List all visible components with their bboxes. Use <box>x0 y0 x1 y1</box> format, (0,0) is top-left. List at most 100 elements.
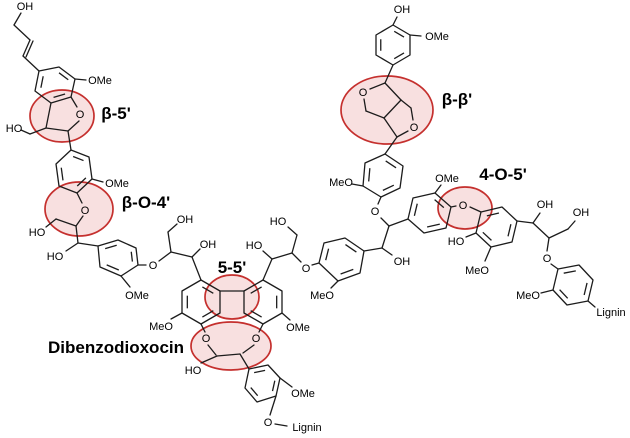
bond <box>13 12 22 26</box>
aromatic-inner-bond <box>325 248 330 261</box>
bond <box>410 107 414 121</box>
aromatic-inner-bond <box>72 155 84 162</box>
highlight-ellipse-5-5 <box>204 274 260 320</box>
bond <box>279 377 293 388</box>
bond <box>269 395 277 416</box>
atom-label-HO: HO <box>270 216 287 228</box>
bond <box>540 289 554 294</box>
aromatic-inner-bond <box>368 168 371 182</box>
bond <box>369 82 386 90</box>
bond <box>13 24 31 41</box>
bond <box>239 353 250 370</box>
aromatic-inner-bond <box>559 289 569 299</box>
aromatic-inner-bond <box>130 251 134 262</box>
bond <box>158 251 172 262</box>
atom-label-HO: HO <box>185 365 202 377</box>
bond <box>45 218 57 228</box>
bond <box>311 262 320 266</box>
bond <box>516 220 534 224</box>
atom-label-O: O <box>543 253 552 265</box>
highlight-ellipse-beta-beta <box>340 75 434 145</box>
bond <box>384 82 402 101</box>
bond <box>22 55 40 72</box>
aromatic-inner-bond <box>202 286 214 294</box>
atom-label-OMe: OMe <box>125 290 149 302</box>
bond <box>381 225 390 249</box>
bond <box>167 231 172 253</box>
aromatic-inner-bond <box>340 268 354 275</box>
aromatic-inner-bond <box>254 369 266 374</box>
atom-label-HO: HO <box>246 240 263 252</box>
atom-label-HO: HO <box>47 251 64 263</box>
bond <box>65 242 79 252</box>
aromatic-inner-bond <box>345 244 357 253</box>
atom-label-O: O <box>302 263 311 275</box>
bond <box>546 237 550 252</box>
atom-label-OH: OH <box>177 214 194 226</box>
bond <box>532 212 541 224</box>
linkage-label-beta-O-4: β-O-4' <box>122 193 170 212</box>
aromatic-inner-bond <box>271 380 276 392</box>
bond <box>120 275 131 288</box>
aromatic-inner-bond <box>486 212 500 217</box>
aromatic-inner-bond <box>426 223 440 228</box>
bond <box>55 218 77 227</box>
highlight-ellipse-beta-O-4 <box>44 181 114 237</box>
bond <box>396 130 409 138</box>
aromatic-inner-bond <box>106 264 120 271</box>
atom-label-OH: OH <box>17 1 34 13</box>
bond <box>351 183 364 187</box>
bond <box>25 40 34 58</box>
atom-label-MeO: MeO <box>149 321 173 333</box>
bond <box>434 184 442 194</box>
atom-label-OH: OH <box>537 199 554 211</box>
aromatic-inner-bond <box>60 167 64 181</box>
bond <box>70 96 78 108</box>
aromatic-inner-bond <box>53 93 66 99</box>
bond <box>271 252 293 260</box>
bond <box>363 247 383 252</box>
atom-label-Lignin: Lignin <box>292 422 321 434</box>
bond <box>400 99 412 109</box>
aromatic-inner-bond <box>250 286 262 294</box>
bond <box>587 300 596 308</box>
bond <box>384 64 394 84</box>
aromatic-inner-bond <box>104 244 117 250</box>
linkage-label-beta-beta: β-β' <box>442 90 472 109</box>
bond <box>291 234 298 254</box>
bond <box>200 355 218 364</box>
highlight-ellipse-4-O-5 <box>437 186 493 230</box>
bond <box>74 78 87 81</box>
bond <box>392 16 398 26</box>
aromatic-inner-bond <box>385 160 397 169</box>
aromatic-inner-bond <box>250 387 259 397</box>
bond <box>77 242 99 247</box>
aromatic-inner-bond <box>250 310 262 318</box>
bond <box>388 218 409 227</box>
bond <box>532 222 550 239</box>
bond <box>365 110 385 119</box>
bond <box>170 312 183 320</box>
bond <box>262 258 273 281</box>
bond <box>274 423 288 427</box>
bond <box>207 344 217 356</box>
atom-label-OMe: OMe <box>291 388 315 400</box>
atom-label-O: O <box>202 333 211 345</box>
bond <box>465 232 477 238</box>
bond <box>191 256 202 281</box>
bond <box>363 98 367 112</box>
bond <box>75 225 79 244</box>
aromatic-inner-bond <box>583 282 588 296</box>
atom-label-O: O <box>149 260 158 272</box>
bond <box>170 251 193 258</box>
bond <box>200 323 206 333</box>
aromatic-inner-bond <box>76 177 87 187</box>
bond <box>20 129 31 135</box>
bond <box>67 120 80 132</box>
atom-label-O: O <box>410 122 419 134</box>
atom-label-O: O <box>81 205 90 217</box>
aromatic-inner-bond <box>393 52 405 60</box>
atom-label-O: O <box>459 200 468 212</box>
